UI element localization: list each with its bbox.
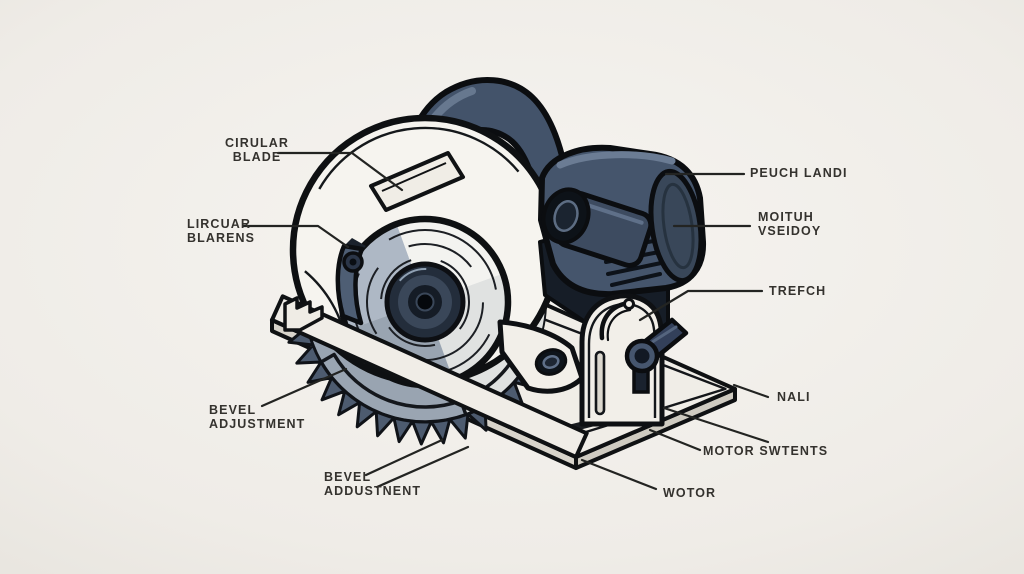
motor-collar	[541, 187, 654, 268]
guard-lever	[335, 238, 366, 326]
adjustment-knob	[624, 317, 689, 394]
leader-wotor	[580, 458, 658, 491]
label-lircuar-blarens: LIRCUAR BLARENS	[187, 217, 256, 245]
label-motor-swtents: MOTOR SWTENTS	[703, 444, 829, 458]
leader-lircuar-blarens	[241, 224, 350, 249]
leader-nali	[732, 383, 770, 399]
plate-corner-tab	[283, 296, 324, 332]
base-plate-front-rail	[270, 294, 589, 459]
guard-foot	[497, 319, 585, 394]
leader-bevel-addustnent-2	[375, 445, 470, 489]
leader-motor-swtents-2	[662, 406, 770, 444]
guard-slot	[369, 151, 465, 212]
leader-bevel-adjustment	[260, 367, 348, 408]
label-peuch-landi: PEUCH LANDI	[750, 166, 848, 180]
leader-trefch	[638, 289, 764, 322]
label-nali: NALI	[777, 390, 811, 404]
label-moituh-vseidoy: MOITUH VSEIDOY	[758, 210, 822, 238]
label-trefch: TREFCH	[769, 284, 827, 298]
label-bevel-addustnent: BEVEL ADDUSTNENT	[324, 470, 422, 498]
label-bevel-adjustment: BEVEL ADJUSTMENT	[209, 403, 306, 431]
blade-hub	[384, 261, 466, 343]
leader-circular-blade	[276, 151, 404, 192]
leader-lines	[241, 151, 770, 491]
leader-bevel-addustnent-1	[364, 438, 444, 477]
leader-motor-swtents-1	[648, 428, 702, 452]
label-wotor: WOTOR	[663, 486, 717, 500]
label-circular-blade: CIRULAR BLADE	[225, 136, 289, 164]
